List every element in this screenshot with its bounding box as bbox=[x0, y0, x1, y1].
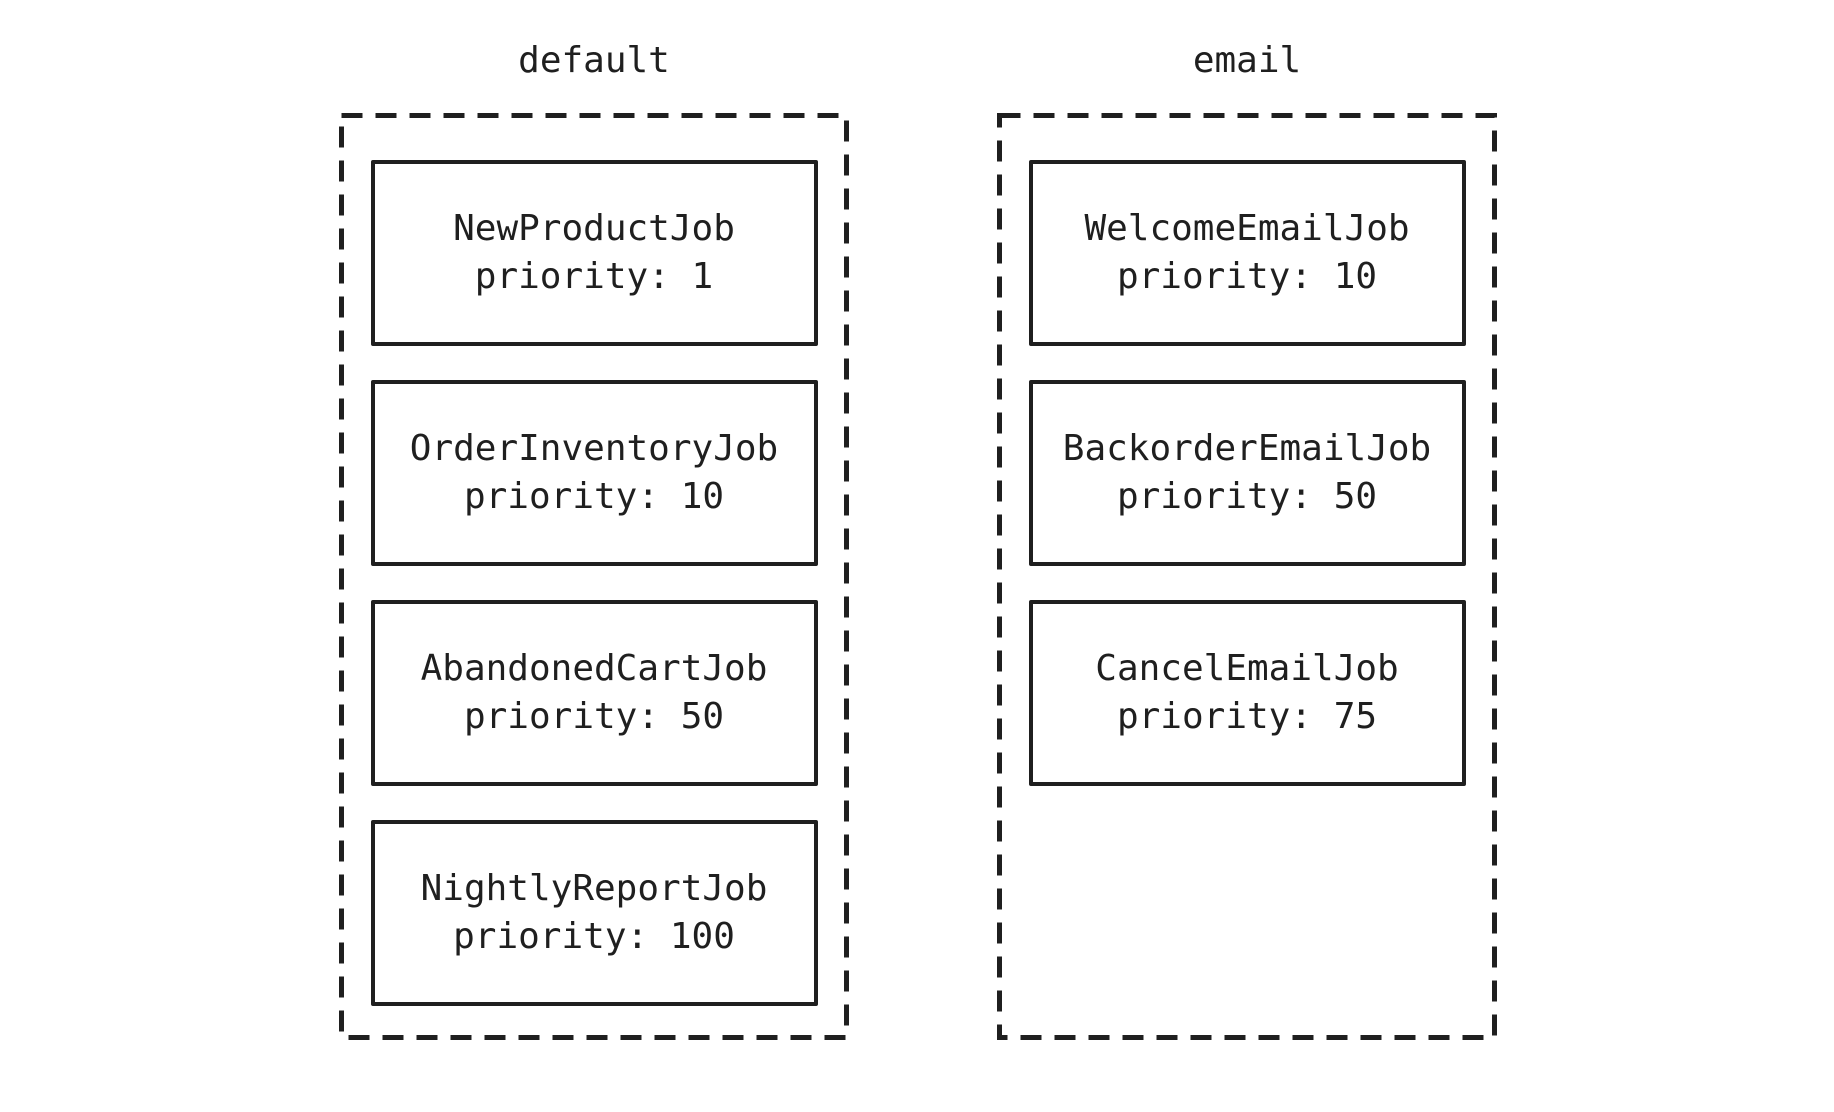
job-name: CancelEmailJob bbox=[1095, 648, 1399, 689]
job-priority: priority: 10 bbox=[1116, 256, 1378, 297]
queue-label-email: email bbox=[1192, 40, 1302, 81]
job-card: AbandonedCartJob priority: 50 bbox=[370, 600, 818, 786]
job-card: CancelEmailJob priority: 75 bbox=[1028, 600, 1466, 786]
job-priority: priority: 100 bbox=[453, 916, 735, 957]
job-priority: priority: 10 bbox=[463, 476, 725, 517]
job-name: WelcomeEmailJob bbox=[1084, 208, 1410, 249]
job-card: NewProductJob priority: 1 bbox=[370, 160, 818, 346]
job-priority: priority: 50 bbox=[1116, 476, 1378, 517]
job-priority: priority: 75 bbox=[1116, 696, 1378, 737]
queue-container-default: NewProductJob priority: 1 OrderInventory… bbox=[339, 113, 849, 1040]
job-priority: priority: 50 bbox=[463, 696, 725, 737]
queue-label-default: default bbox=[518, 40, 670, 81]
job-card: OrderInventoryJob priority: 10 bbox=[370, 380, 818, 566]
job-name: OrderInventoryJob bbox=[409, 428, 779, 469]
job-name: AbandonedCartJob bbox=[420, 648, 768, 689]
job-name: BackorderEmailJob bbox=[1062, 428, 1432, 469]
job-name: NightlyReportJob bbox=[420, 868, 768, 909]
queue-container-email: WelcomeEmailJob priority: 10 BackorderEm… bbox=[997, 113, 1497, 1040]
job-card: WelcomeEmailJob priority: 10 bbox=[1028, 160, 1466, 346]
job-priority: priority: 1 bbox=[474, 256, 714, 297]
job-card: BackorderEmailJob priority: 50 bbox=[1028, 380, 1466, 566]
job-name: NewProductJob bbox=[453, 208, 735, 249]
job-card: NightlyReportJob priority: 100 bbox=[370, 820, 818, 1006]
